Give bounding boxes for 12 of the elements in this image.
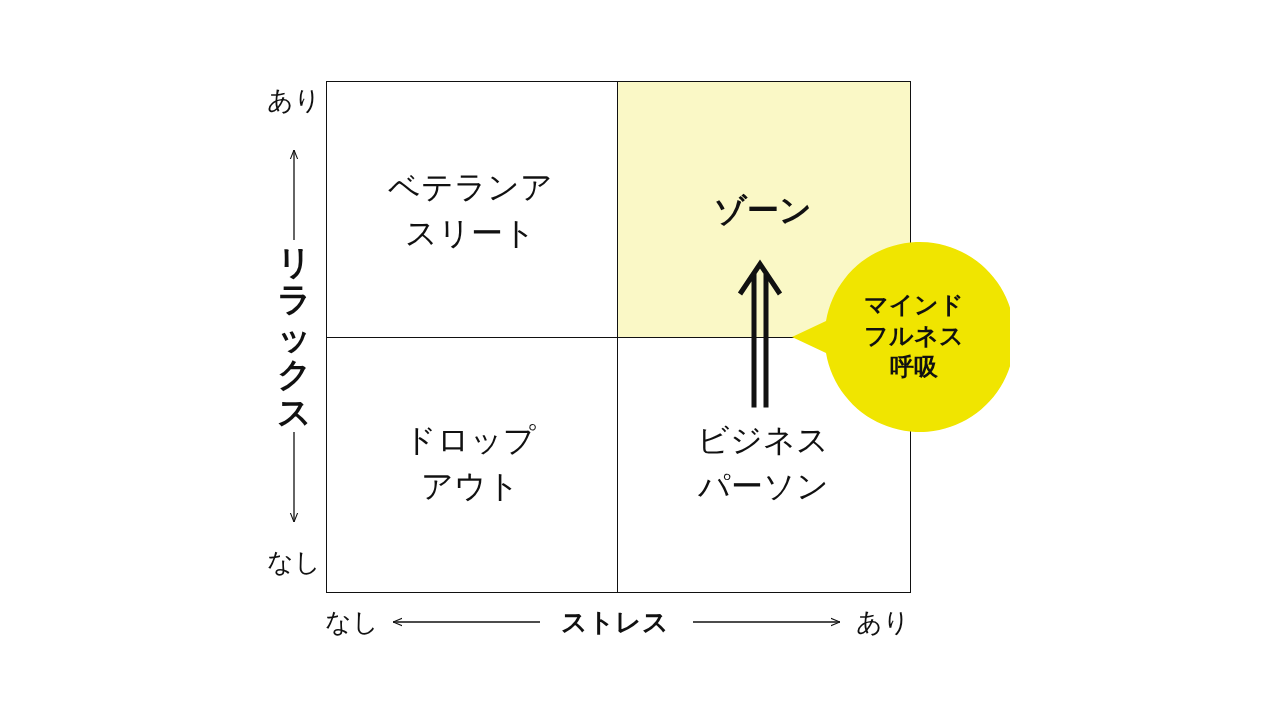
axis-end-label: なし [267, 545, 321, 579]
quadrant-label: ドロップアウト [395, 416, 545, 510]
double-arrow [737, 259, 783, 410]
axis-end-label: あり [267, 83, 321, 117]
axis-end-label: あり [856, 605, 910, 639]
axis-title: リラックス [277, 243, 311, 431]
quadrant-label: ビジネスパーソン [688, 416, 838, 510]
quadrant-label: ゾーン [674, 186, 852, 234]
axis-end-label: なし [325, 605, 379, 639]
quadrant-label: ベテランアスリート [381, 163, 559, 257]
bubble-text: マインドフルネス呼吸 [863, 290, 965, 384]
axis-title: ストレス [561, 605, 669, 639]
